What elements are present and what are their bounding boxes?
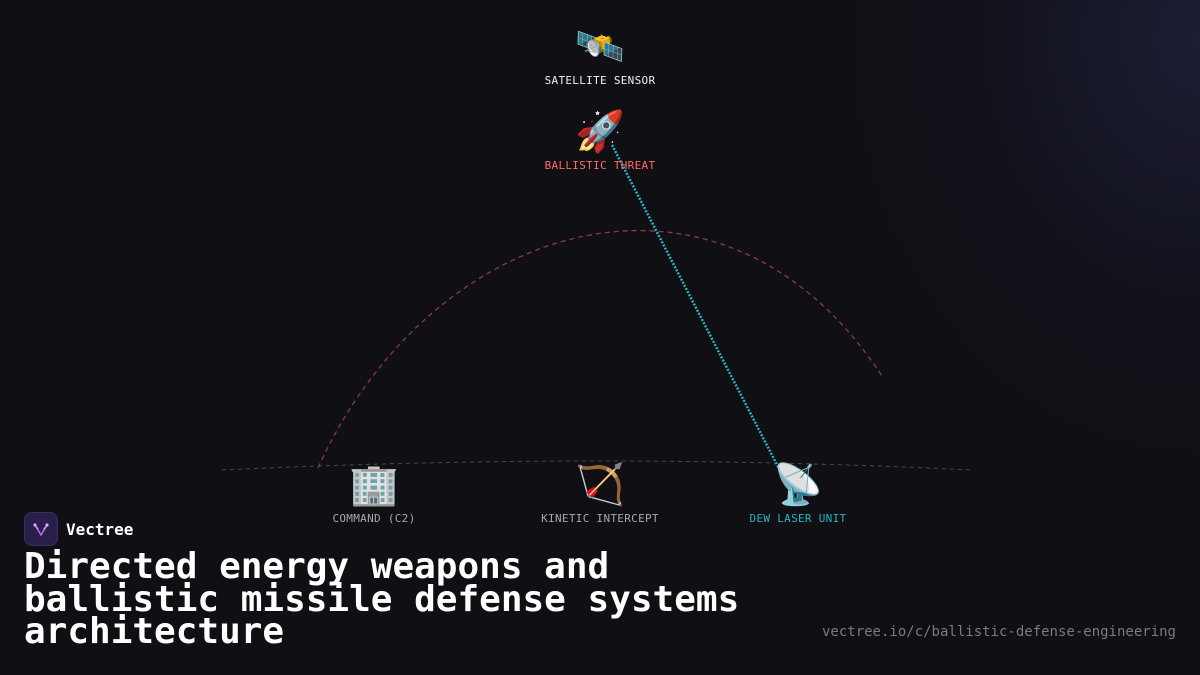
rocket-icon: 🚀: [575, 109, 625, 155]
node-satellite-sensor: 🛰️ SATELLITE SENSOR: [510, 22, 690, 87]
node-kinetic-intercept: 🏹 KINETIC INTERCEPT: [510, 460, 690, 525]
horizon-line: [221, 460, 973, 471]
brand[interactable]: Vectree: [24, 512, 133, 546]
vectree-logo-icon: [24, 512, 58, 546]
page-title: Directed energy weapons and ballistic mi…: [24, 546, 740, 652]
office-building-icon: 🏢: [349, 462, 399, 508]
trajectory-arc: [317, 230, 883, 469]
satellite-dish-icon: 📡: [773, 462, 823, 508]
node-ballistic-threat: 🚀 BALLISTIC THREAT: [510, 107, 690, 172]
node-label: KINETIC INTERCEPT: [541, 512, 659, 525]
node-label: SATELLITE SENSOR: [544, 74, 656, 87]
node-label: COMMAND (C2): [332, 512, 416, 525]
laser-beam: [610, 144, 792, 491]
source-url[interactable]: vectree.io/c/ballistic-defense-engineeri…: [821, 624, 1176, 640]
brand-name: Vectree: [66, 519, 134, 539]
satellite-icon: 🛰️: [575, 24, 625, 70]
node-label: DEW LASER UNIT: [749, 512, 847, 525]
bow-and-arrow-icon: 🏹: [575, 462, 625, 508]
node-dew-laser-unit: 📡 DEW LASER UNIT: [708, 460, 888, 525]
node-command-c2: 🏢 COMMAND (C2): [284, 460, 464, 525]
node-label: BALLISTIC THREAT: [544, 159, 656, 172]
